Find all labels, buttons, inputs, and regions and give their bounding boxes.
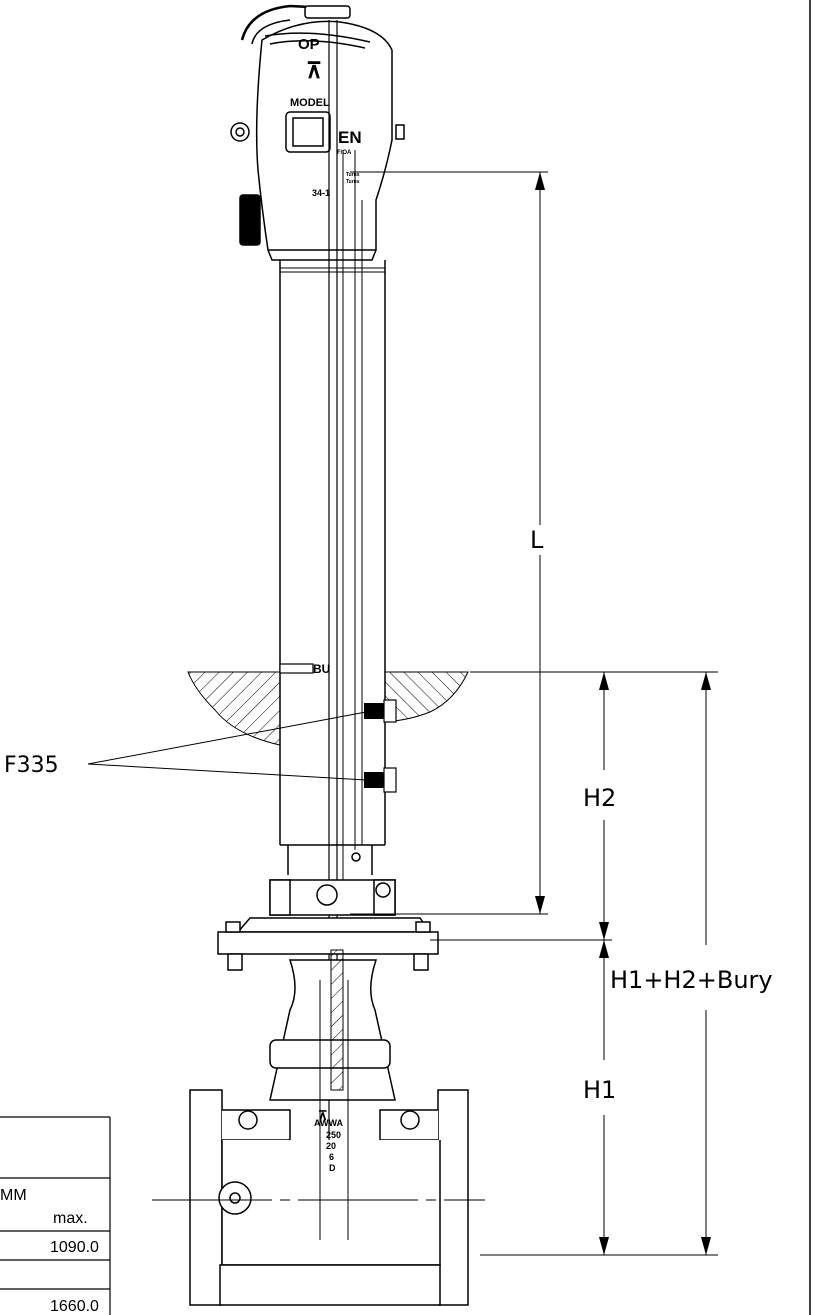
tag-small-text: F/OA xyxy=(337,150,352,156)
adaptor-flange xyxy=(217,879,439,971)
bury-mark-box xyxy=(279,663,314,674)
tag-letters: EN xyxy=(338,128,362,147)
extension-barrel xyxy=(279,20,386,1305)
f335-clamps xyxy=(364,699,397,793)
label-total: H1+H2+Bury xyxy=(610,966,773,994)
label-l: L xyxy=(530,526,544,554)
valve-logo: ⊼ xyxy=(318,1108,328,1123)
table-column-header: max. xyxy=(53,1210,88,1227)
gate-valve-body xyxy=(189,959,469,1306)
valve-line-4: D xyxy=(329,1163,336,1173)
valve-line-3: 6 xyxy=(329,1152,334,1162)
label-h2: H2 xyxy=(583,784,616,812)
valve-line-1: 250 xyxy=(326,1130,341,1140)
valve-standard: AWWA xyxy=(314,1118,343,1128)
dimension-table xyxy=(0,1116,111,1315)
label-f335: F335 xyxy=(4,753,59,778)
extension-head xyxy=(230,4,405,261)
dimension-lines xyxy=(87,171,718,1256)
bury-mark-text: BU xyxy=(313,662,330,676)
dimension-arrowheads xyxy=(535,172,711,1255)
hydrant-band-text: OP xyxy=(298,36,320,53)
stem-guides xyxy=(319,980,349,1240)
tag-number: 34-1 xyxy=(312,188,330,198)
ground-hatch-right xyxy=(384,671,469,723)
ground-hatch-left xyxy=(187,671,281,746)
tag-turns-1: Turns xyxy=(346,172,360,178)
table-row-2: 1660.0 xyxy=(50,1298,99,1315)
hydrant-model-text: MODEL xyxy=(290,97,330,109)
stem-thread xyxy=(330,949,344,1091)
logo-mark: ⊼ xyxy=(306,58,322,83)
table-row-1: 1090.0 xyxy=(50,1239,99,1256)
tag-turns-2: Turns xyxy=(346,179,360,185)
label-h1: H1 xyxy=(583,1076,616,1104)
table-unit-header: MM xyxy=(0,1187,27,1204)
valve-line-2: 20 xyxy=(326,1141,336,1151)
